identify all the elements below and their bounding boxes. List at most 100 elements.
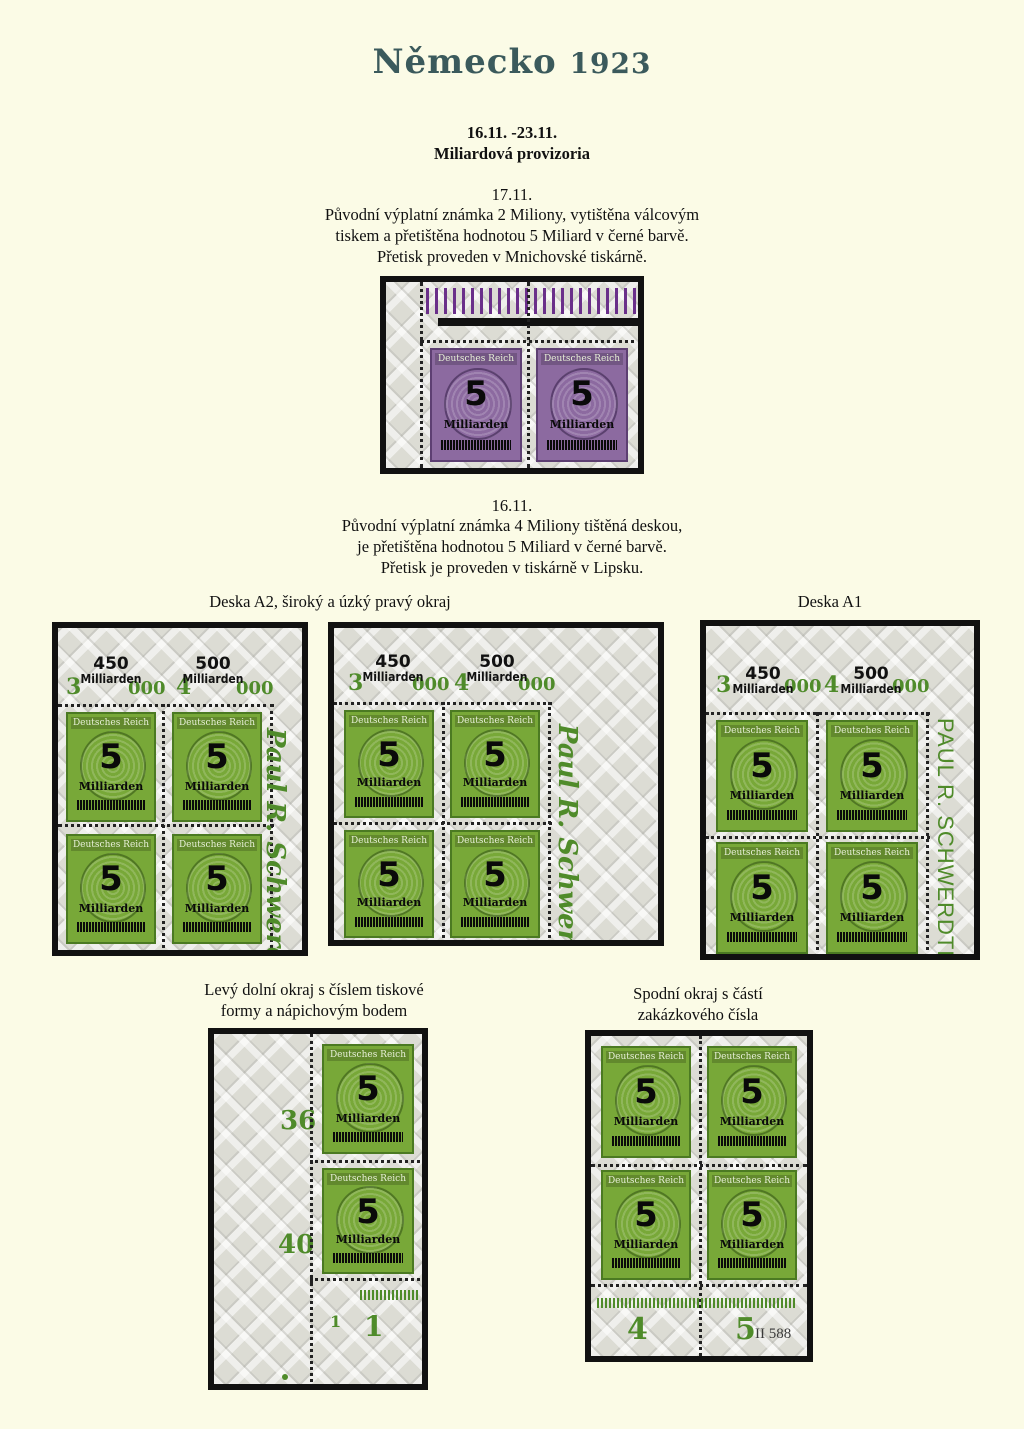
cancel-bars bbox=[546, 440, 618, 451]
overprint-word: Milliarden bbox=[613, 1114, 679, 1128]
overprint-value: 5 bbox=[377, 734, 401, 775]
margin-counter-bars bbox=[360, 1290, 418, 1300]
overprint-word: Milliarden bbox=[729, 788, 795, 802]
cancel-bars bbox=[836, 810, 908, 821]
cancel-bars bbox=[76, 800, 146, 811]
overprint-word: Milliarden bbox=[466, 670, 528, 684]
stamp-rosette bbox=[615, 1188, 681, 1259]
overprint-number: 500 bbox=[479, 652, 515, 672]
stamp-header: Deutsches Reich bbox=[455, 715, 535, 727]
overprint-value: 5 bbox=[570, 374, 594, 415]
stamp-rosette bbox=[186, 852, 252, 923]
overprint-number: 500 bbox=[853, 664, 889, 684]
overprint-value: 5 bbox=[356, 1069, 380, 1110]
overprint-word: Milliarden bbox=[839, 910, 905, 924]
title-year: 1923 bbox=[569, 47, 652, 80]
stamp-rosette bbox=[464, 728, 530, 798]
overprint-value: 5 bbox=[483, 854, 507, 895]
stamp-header: Deutsches Reich bbox=[721, 725, 803, 737]
cancel-bars bbox=[440, 440, 512, 451]
cancel-bars bbox=[332, 1132, 404, 1143]
margin-number: 4 bbox=[824, 672, 840, 698]
margin-number: 4 bbox=[454, 670, 470, 696]
stamp-header: Deutsches Reich bbox=[71, 717, 151, 729]
overprint-word: Milliarden bbox=[182, 672, 244, 686]
overprint-number: 450 bbox=[745, 664, 781, 684]
overprint-word: Milliarden bbox=[356, 896, 422, 910]
overprint-value: 5 bbox=[740, 1195, 764, 1236]
margin-number: 3 bbox=[716, 672, 732, 698]
margin-strike-bar bbox=[438, 318, 638, 326]
cancel-bars bbox=[76, 922, 146, 933]
cancel-bars bbox=[717, 1136, 787, 1147]
caption-spodni-line1: Spodní okraj s částí bbox=[633, 984, 763, 1003]
margin-printer-inscription: Paul R. Schwerdtner bbox=[260, 728, 290, 956]
perforation bbox=[310, 1278, 313, 1384]
margin-number: 4 bbox=[176, 674, 192, 700]
stamp-header: Deutsches Reich bbox=[327, 1049, 409, 1061]
overprint-number: 500 bbox=[195, 654, 231, 674]
plate-number-40: 40 bbox=[278, 1230, 315, 1260]
stamp-block-violet-pair: Deutsches Reich 5 Milliarden Deutsches R… bbox=[380, 276, 644, 474]
overprint-word: Milliarden bbox=[732, 682, 794, 696]
margin-number-tail: 000 bbox=[412, 674, 450, 695]
stamp-header: Deutsches Reich bbox=[455, 835, 535, 847]
stamp-rosette bbox=[721, 1188, 787, 1259]
order-number: II 588 bbox=[755, 1326, 792, 1342]
margin-number-tail: 000 bbox=[128, 678, 166, 699]
stamp-rosette bbox=[336, 1186, 404, 1254]
cancel-bars bbox=[354, 796, 424, 807]
margin-printer-inscription: Paul R. Schwerdtner bbox=[552, 724, 582, 946]
perforation bbox=[548, 702, 551, 940]
stamp-rosette bbox=[730, 861, 798, 933]
overprint-word: Milliarden bbox=[362, 670, 424, 684]
cancel-bars bbox=[460, 796, 530, 807]
overprint-word: Milliarden bbox=[840, 682, 902, 696]
overprint-value: 5 bbox=[377, 854, 401, 895]
stamp-header: Deutsches Reich bbox=[606, 1051, 686, 1063]
stamp-header: Deutsches Reich bbox=[712, 1175, 792, 1187]
cancel-bars bbox=[611, 1136, 681, 1147]
stamp-rosette bbox=[550, 367, 618, 440]
section2-line1: Původní výplatní známka 4 Miliony tištěn… bbox=[341, 516, 683, 535]
perforation bbox=[420, 340, 638, 343]
pinhole-dot bbox=[282, 1374, 288, 1380]
cancel-bars bbox=[182, 800, 252, 811]
section1-line2: tiskem a přetištěna hodnotou 5 Miliard v… bbox=[335, 226, 689, 245]
overprint-word: Milliarden bbox=[462, 896, 528, 910]
stamp-rosette bbox=[840, 739, 908, 811]
perforation bbox=[527, 282, 530, 468]
stamp-rosette bbox=[615, 1065, 681, 1137]
stamp: Deutsches Reich 5 Milliarden bbox=[430, 348, 522, 462]
margin-number-4: 4 bbox=[627, 1312, 648, 1347]
caption-levy-line2: formy a nápichovým bodem bbox=[220, 1001, 408, 1020]
stamp-header: Deutsches Reich bbox=[541, 353, 623, 365]
perforation bbox=[58, 704, 274, 707]
section2-line3: Přetisk je proveden v tiskárně v Lipsku. bbox=[380, 558, 644, 577]
overprint-value: 5 bbox=[750, 867, 774, 908]
stamp-rosette bbox=[358, 848, 424, 918]
stamp-header: Deutsches Reich bbox=[712, 1051, 792, 1063]
stamp-header: Deutsches Reich bbox=[831, 847, 913, 859]
overprint-word: Milliarden bbox=[549, 418, 615, 432]
cancel-bars bbox=[182, 922, 252, 933]
overprint-number: 450 bbox=[375, 652, 411, 672]
cancel-bars bbox=[354, 916, 424, 927]
overprint-value: 5 bbox=[740, 1071, 764, 1112]
overprint-word: Milliarden bbox=[719, 1237, 785, 1251]
